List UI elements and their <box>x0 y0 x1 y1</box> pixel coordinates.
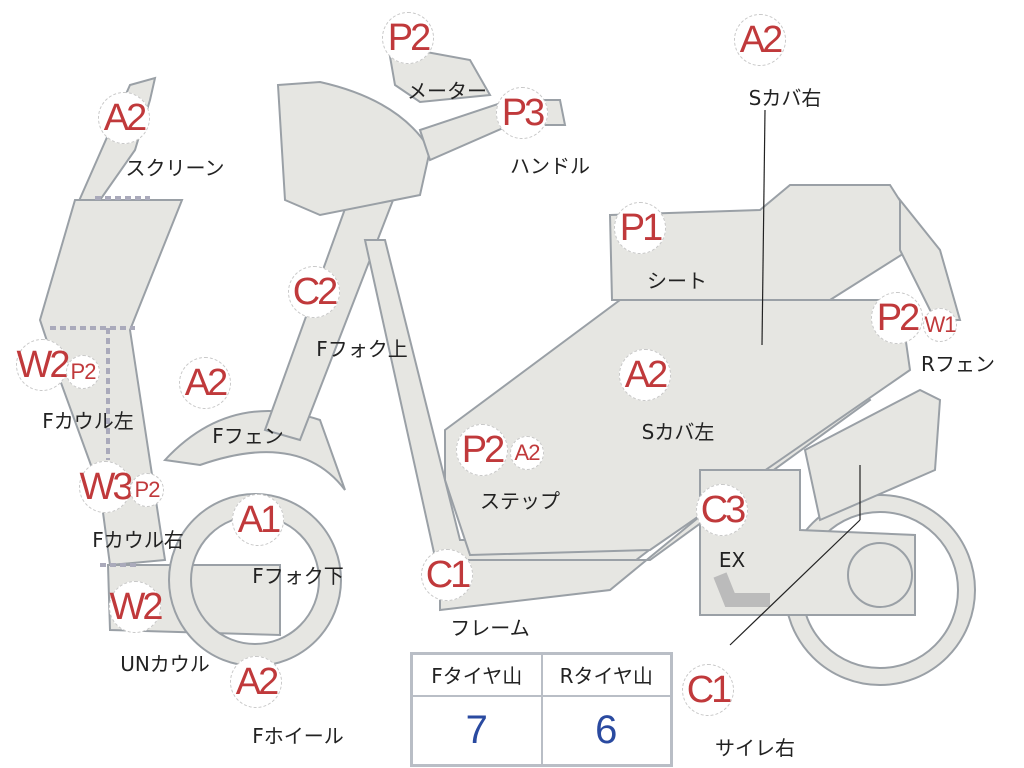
part-label: Fカウル右 <box>92 528 184 552</box>
grade-marker: W3 <box>79 461 134 513</box>
front-tire-value: 7 <box>410 694 543 767</box>
part-label: Sカバ左 <box>641 420 715 444</box>
front-fork <box>263 194 397 442</box>
part-label: フレーム <box>450 616 530 640</box>
part-label: ハンドル <box>510 154 590 178</box>
rear-tire-value: 6 <box>540 694 673 767</box>
part-label: EX <box>718 548 746 572</box>
sub-grade-marker: P2 <box>130 473 164 507</box>
grade-marker: A1 <box>232 494 284 546</box>
grade-marker: P2 <box>871 292 923 344</box>
exhaust <box>803 388 942 522</box>
part-label: ステップ <box>480 489 560 513</box>
part-label: スクリーン <box>125 156 225 180</box>
part-label: Sカバ右 <box>748 86 822 110</box>
grade-marker: P2 <box>456 424 508 476</box>
front-tire-header: Fタイヤ山 <box>410 652 543 697</box>
part-label: UNカウル <box>120 652 210 676</box>
grade-marker: A2 <box>230 656 282 708</box>
part-label: Fフォク上 <box>316 337 408 361</box>
grade-marker: C1 <box>421 549 473 601</box>
sub-grade-marker: A2 <box>510 436 544 470</box>
grade-marker: P1 <box>614 202 666 254</box>
grade-marker: C1 <box>682 664 734 716</box>
part-label: Fフェン <box>212 424 284 448</box>
part-label: Fカウル左 <box>42 409 134 433</box>
part-label: Fホイール <box>252 724 344 748</box>
sub-grade-marker: W1 <box>923 308 957 342</box>
rear-tire-header: Rタイヤ山 <box>540 652 673 697</box>
part-label: Fフォク下 <box>252 564 344 588</box>
grade-marker: P2 <box>382 12 434 64</box>
sub-grade-marker: P2 <box>66 355 100 389</box>
grade-marker: A2 <box>619 349 671 401</box>
grade-marker: W2 <box>16 339 71 391</box>
part-label: Rフェン <box>921 352 995 376</box>
grade-marker: A2 <box>179 357 231 409</box>
grade-marker: A2 <box>734 14 786 66</box>
grade-marker: C3 <box>696 484 748 536</box>
grade-marker: A2 <box>98 92 150 144</box>
part-label: メーター <box>407 79 487 103</box>
part-label: サイレ右 <box>715 736 795 760</box>
grade-marker: W2 <box>109 581 164 633</box>
grade-marker: C2 <box>288 266 340 318</box>
grade-marker: P3 <box>496 87 548 139</box>
part-label: シート <box>647 269 707 293</box>
